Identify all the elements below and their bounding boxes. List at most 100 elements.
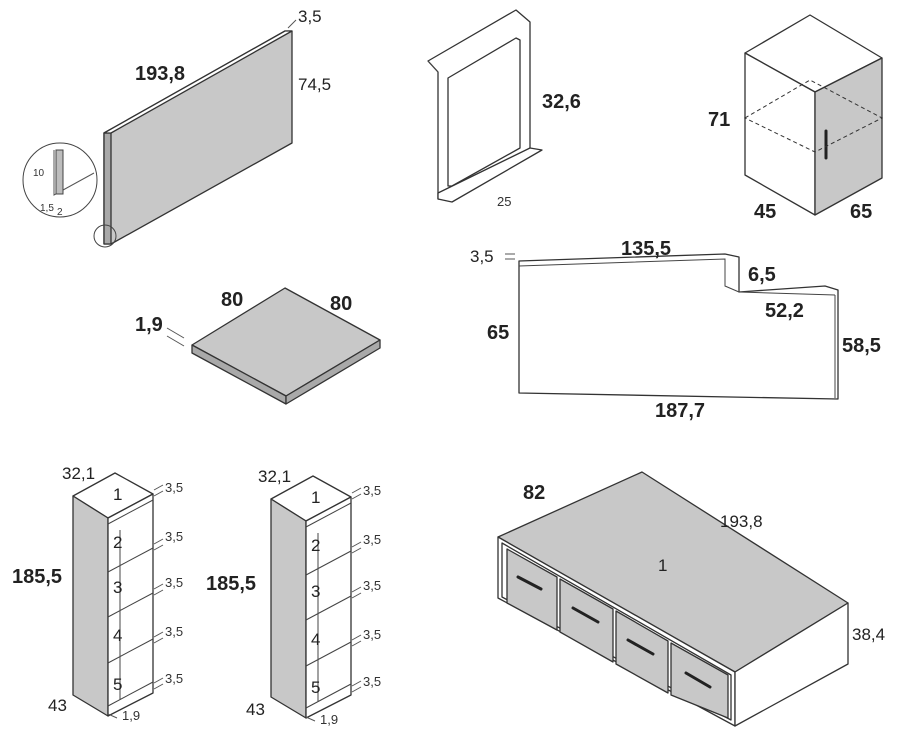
square-thickness-label: 1,9 xyxy=(135,314,163,336)
panel-depth-tick xyxy=(287,19,297,29)
panel-detail-circle xyxy=(22,142,98,218)
panel-face xyxy=(103,30,293,245)
panel-drawing: 3,5 193,8 74,5 10 1,5 2 xyxy=(22,7,331,248)
frame-inner xyxy=(447,37,521,187)
shelf-right-drawing: 1 2 3 4 5 3,5 3,5 3,5 3,5 3,5 32,1 185,5… xyxy=(206,467,381,727)
shelf-right-compartment-5: 5 xyxy=(311,678,320,697)
frame-height-label: 32,6 xyxy=(542,91,581,113)
bed-drawer-handle-1 xyxy=(516,575,543,591)
shelf-left-base-tick xyxy=(107,713,118,719)
shelf-right-shelf-3 xyxy=(305,641,352,667)
bed-height-label: 38,4 xyxy=(852,625,885,644)
square-thickness-tick-b xyxy=(166,335,185,347)
bed-number-label: 1 xyxy=(658,556,667,575)
square-depth-label: 80 xyxy=(330,293,352,315)
square-thickness-tick-a xyxy=(166,327,185,339)
topboard-right-height-label: 58,5 xyxy=(842,335,881,357)
cabinet-drawing: 71 45 65 xyxy=(708,14,884,223)
cabinet-shelf-dashed xyxy=(743,79,884,153)
panel-detail-section xyxy=(55,149,64,195)
topboard-step-edge xyxy=(738,291,836,296)
panel-detail-c: 2 xyxy=(57,207,63,218)
square-drawing: 1,9 80 80 xyxy=(135,287,381,405)
topboard-step-depth-label: 6,5 xyxy=(748,264,776,286)
bed-side xyxy=(734,602,849,727)
shelf-left-thickness-2: 3,5 xyxy=(165,575,183,590)
shelf-right-compartment-3: 3 xyxy=(311,582,320,601)
square-width-label: 80 xyxy=(221,289,243,311)
shelf-right-depth-label: 32,1 xyxy=(258,467,291,486)
shelf-left-thickness-label: 1,9 xyxy=(122,708,140,723)
shelf-left-height-label: 185,5 xyxy=(12,566,62,588)
square-edge-right xyxy=(285,339,381,405)
shelf-left-shelf-3 xyxy=(107,638,154,664)
topboard-bottom-width-label: 187,7 xyxy=(655,400,705,422)
bed-width-label: 82 xyxy=(523,482,545,504)
shelf-left-thickness-4: 3,5 xyxy=(165,671,183,686)
shelf-right-shelf-1 xyxy=(305,550,352,576)
panel-detail-a: 10 xyxy=(33,168,45,179)
bed-drawer-handle-3 xyxy=(626,638,655,656)
shelf-right-width-label: 43 xyxy=(246,700,265,719)
panel-top-edge xyxy=(103,30,293,134)
shelf-left-shelf-0 xyxy=(107,499,154,525)
bed-drawer-handle-4 xyxy=(684,671,712,689)
bed-drawer-1 xyxy=(506,548,558,631)
topboard-left-height-label: 65 xyxy=(487,322,509,344)
shelf-left-thickness-3: 3,5 xyxy=(165,624,183,639)
panel-detail-profile xyxy=(53,150,95,196)
cabinet-height-label: 71 xyxy=(708,109,730,131)
panel-height-label: 74,5 xyxy=(298,75,331,94)
shelf-left-ticks xyxy=(153,484,164,690)
shelf-left-compartment-3: 3 xyxy=(113,578,122,597)
shelf-left-side xyxy=(72,495,109,717)
shelf-left-shelf-2 xyxy=(107,592,154,618)
shelf-left-compartment-1: 1 xyxy=(113,485,122,504)
shelf-left-thickness-0: 3,5 xyxy=(165,480,183,495)
panel-detail-b: 1,5 xyxy=(40,203,54,214)
shelf-right-compartment-1: 1 xyxy=(311,488,320,507)
frame-base xyxy=(437,147,543,203)
shelf-right-shelf-0 xyxy=(305,502,352,528)
topboard-top-width-label: 135,5 xyxy=(621,238,671,260)
shelf-right-thickness-0: 3,5 xyxy=(363,483,381,498)
topboard-step-width-label: 52,2 xyxy=(765,300,804,322)
shelf-right-shelf-2 xyxy=(305,595,352,621)
shelf-left-drawing: 1 2 3 4 5 3,5 3,5 3,5 3,5 3,5 32,1 185,5… xyxy=(12,464,183,723)
shelf-right-ticks xyxy=(351,487,362,693)
bed-length-label: 193,8 xyxy=(720,512,763,531)
bed-drawer-2 xyxy=(559,578,614,663)
shelf-left-compartment-5: 5 xyxy=(113,675,122,694)
cabinet-width-label: 65 xyxy=(850,201,872,223)
shelf-left-shelf-4 xyxy=(107,681,154,707)
topboard-face xyxy=(518,253,839,400)
panel-width-label: 193,8 xyxy=(135,63,185,85)
cabinet-door xyxy=(814,57,883,216)
frame-corner-line xyxy=(427,60,439,73)
topboard-top-edge xyxy=(518,258,740,293)
panel-edge xyxy=(103,132,112,245)
frame-width-label: 25 xyxy=(497,194,511,209)
cabinet-depth-label: 45 xyxy=(754,201,776,223)
shelf-right-thickness-4: 3,5 xyxy=(363,674,381,689)
bed-drawing: 82 193,8 1 38,4 xyxy=(497,471,885,727)
shelf-right-thickness-2: 3,5 xyxy=(363,578,381,593)
panel-detail-marker xyxy=(93,224,117,248)
shelf-right-thickness-3: 3,5 xyxy=(363,627,381,642)
shelf-left-thickness-1: 3,5 xyxy=(165,529,183,544)
shelf-left-depth-label: 32,1 xyxy=(62,464,95,483)
panel-depth-label: 3,5 xyxy=(298,7,322,26)
shelf-right-compartment-2: 2 xyxy=(311,536,320,555)
shelf-left-compartment-4: 4 xyxy=(113,626,122,645)
shelf-right-compartment-4: 4 xyxy=(311,630,320,649)
bed-drawers xyxy=(506,548,729,719)
topboard-drawing: 3,5 135,5 6,5 52,2 65 58,5 187,7 xyxy=(470,238,881,422)
shelf-right-thickness-1: 3,5 xyxy=(363,532,381,547)
shelf-left-width-label: 43 xyxy=(48,696,67,715)
shelf-right-base-tick xyxy=(305,716,316,722)
bed-drawer-handle-2 xyxy=(571,606,600,624)
shelf-right-thickness-label: 1,9 xyxy=(320,712,338,727)
bed-drawer-3 xyxy=(615,610,669,694)
shelf-right-height-label: 185,5 xyxy=(206,573,256,595)
